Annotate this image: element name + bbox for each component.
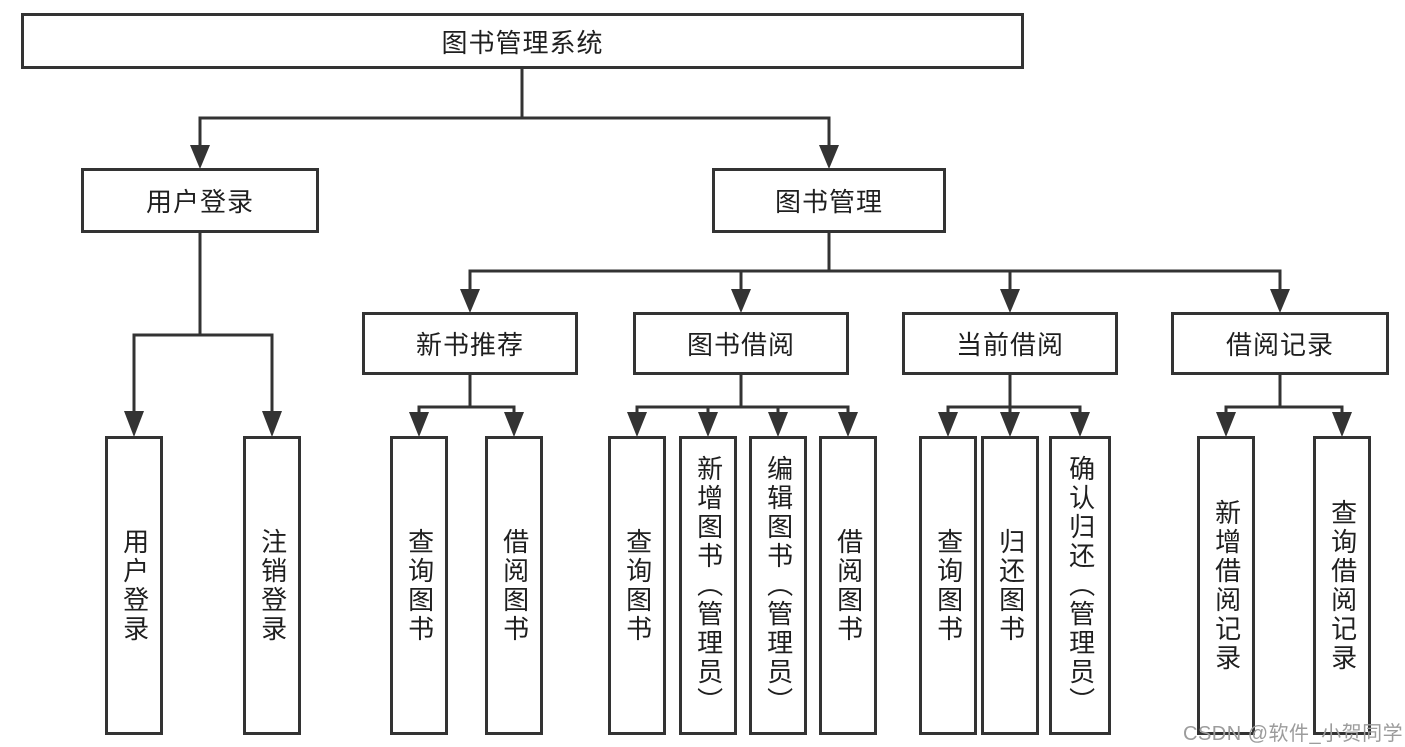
arrow-down-icon — [262, 411, 282, 437]
arrow-down-icon — [124, 411, 144, 437]
connector-new-book — [409, 375, 524, 437]
leaf-user-login: 用户登录 — [105, 436, 163, 735]
leaf-add-borrow-record-label: 新增借阅记录 — [1211, 498, 1242, 673]
leaf-logout-label: 注销登录 — [257, 527, 288, 644]
node-new-book-recommend-label: 新书推荐 — [415, 330, 524, 360]
node-borrowing-records: 借阅记录 — [1171, 312, 1389, 375]
arrow-down-icon — [1216, 412, 1236, 437]
arrow-down-icon — [1000, 412, 1020, 437]
arrow-down-icon — [698, 412, 718, 437]
node-current-borrowing: 当前借阅 — [902, 312, 1118, 375]
node-book-management: 图书管理 — [712, 168, 946, 233]
arrow-down-icon — [838, 412, 858, 437]
connector-user-login — [124, 233, 282, 437]
leaf-current-query-book: 查询图书 — [919, 436, 977, 735]
node-book-management-label: 图书管理 — [774, 187, 883, 217]
arrow-down-icon — [1070, 412, 1090, 437]
leaf-borrowing-query-book-label: 查询图书 — [622, 527, 653, 644]
arrow-down-icon — [938, 412, 958, 437]
leaf-borrow-book-label: 借阅图书 — [833, 527, 864, 644]
node-user-login: 用户登录 — [81, 168, 319, 233]
leaf-edit-book-admin: 编辑图书（管理员） — [749, 436, 807, 735]
leaf-add-book-admin-label: 新增图书（管理员） — [693, 455, 724, 716]
leaf-query-borrow-record-label: 查询借阅记录 — [1327, 498, 1358, 673]
leaf-edit-book-admin-label: 编辑图书（管理员） — [763, 455, 794, 716]
arrow-down-icon — [731, 289, 751, 313]
node-current-borrowing-label: 当前借阅 — [955, 330, 1064, 360]
arrow-down-icon — [504, 412, 524, 437]
csdn-watermark: CSDN @软件_小贺同学 — [1183, 723, 1404, 745]
connector-current-borrow — [938, 375, 1090, 437]
node-root: 图书管理系统 — [21, 13, 1024, 69]
arrow-down-icon — [190, 145, 210, 169]
leaf-user-login-label: 用户登录 — [119, 527, 150, 644]
leaf-confirm-return-admin: 确认归还（管理员） — [1049, 436, 1111, 735]
leaf-current-query-book-label: 查询图书 — [933, 527, 964, 644]
arrow-down-icon — [819, 145, 839, 169]
node-book-borrowing: 图书借阅 — [633, 312, 849, 375]
leaf-query-borrow-record: 查询借阅记录 — [1313, 436, 1371, 735]
arrow-down-icon — [1000, 289, 1020, 313]
arrow-down-icon — [409, 412, 429, 437]
connector-book-management — [460, 233, 1290, 313]
leaf-logout: 注销登录 — [243, 436, 301, 735]
arrow-down-icon — [460, 289, 480, 313]
connector-root — [190, 69, 839, 169]
node-book-borrowing-label: 图书借阅 — [686, 330, 795, 360]
leaf-confirm-return-admin-label: 确认归还（管理员） — [1065, 455, 1096, 716]
connector-book-borrow — [627, 375, 858, 437]
leaf-return-book-label: 归还图书 — [995, 527, 1026, 644]
node-user-login-label: 用户登录 — [145, 187, 254, 217]
leaf-newbook-query-book-label: 查询图书 — [404, 527, 435, 644]
connector-borrow-record — [1216, 375, 1352, 437]
leaf-newbook-query-book: 查询图书 — [390, 436, 448, 735]
arrow-down-icon — [1270, 289, 1290, 313]
leaf-borrowing-query-book: 查询图书 — [608, 436, 666, 735]
leaf-add-book-admin: 新增图书（管理员） — [679, 436, 737, 735]
leaf-newbook-borrow-book-label: 借阅图书 — [499, 527, 530, 644]
leaf-add-borrow-record: 新增借阅记录 — [1197, 436, 1255, 735]
leaf-newbook-borrow-book: 借阅图书 — [485, 436, 543, 735]
leaf-borrow-book: 借阅图书 — [819, 436, 877, 735]
arrow-down-icon — [1332, 412, 1352, 437]
arrow-down-icon — [627, 412, 647, 437]
node-root-label: 图书管理系统 — [441, 27, 604, 58]
node-new-book-recommend: 新书推荐 — [362, 312, 578, 375]
arrow-down-icon — [768, 412, 788, 437]
leaf-return-book: 归还图书 — [981, 436, 1039, 735]
node-borrowing-records-label: 借阅记录 — [1225, 330, 1334, 360]
